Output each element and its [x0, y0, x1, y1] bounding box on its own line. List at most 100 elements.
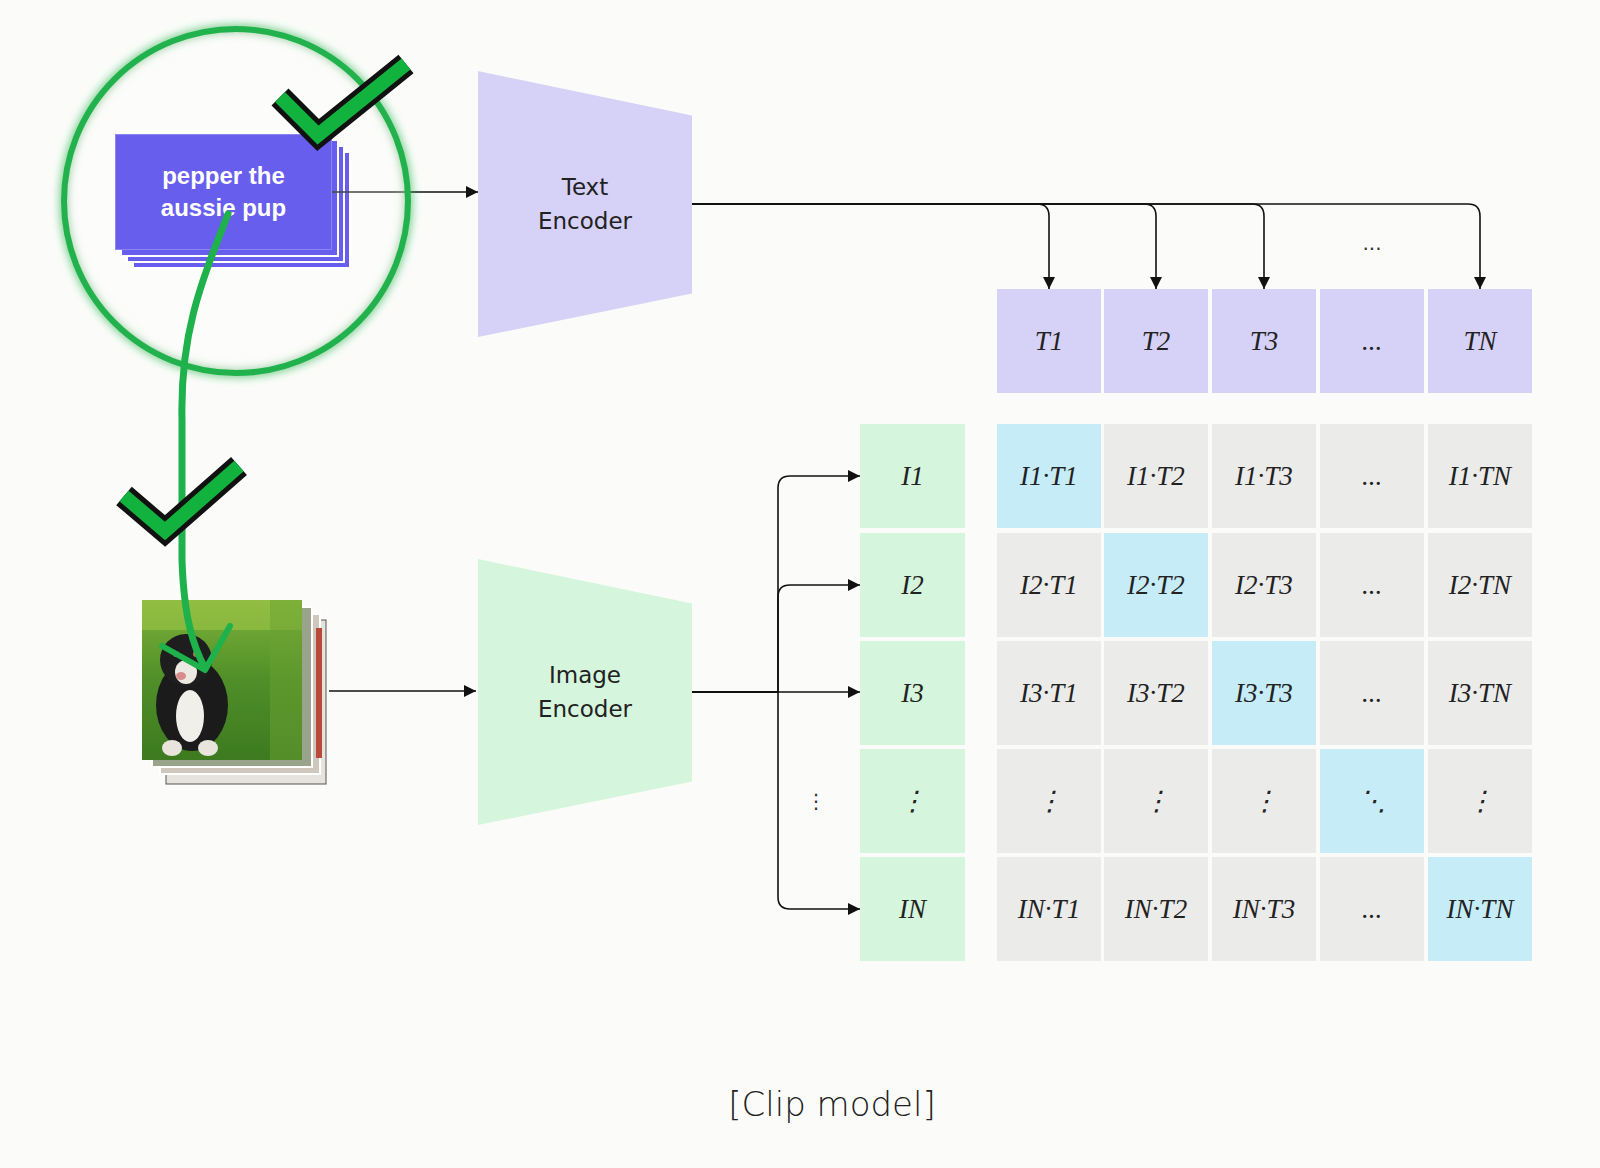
node-text: I2·T2 — [1127, 570, 1185, 601]
matching-pair-cell: I3·T3 — [1212, 641, 1316, 745]
matching-pair-cell: IN·TN — [1428, 857, 1532, 961]
node-text: I1·T3 — [1235, 461, 1293, 492]
node-text: T1 — [1035, 326, 1064, 357]
node-text: I1·T1 — [1020, 461, 1078, 492]
matching-pair-cell: I2·T2 — [1104, 533, 1208, 637]
node-text: ⋮ — [1036, 785, 1063, 817]
node-text: I3·T1 — [1020, 678, 1078, 709]
image-input-arrow — [329, 690, 476, 692]
trapezoid-shape — [478, 559, 692, 825]
similarity-cell: I2·T3 — [1212, 533, 1316, 637]
node-text: ... — [1362, 678, 1382, 709]
similarity-cell: ... — [1320, 424, 1424, 528]
caption-card: pepper the aussie pup — [115, 134, 332, 250]
node-text: I3·TN — [1449, 678, 1511, 709]
similarity-cell: ... — [1320, 533, 1424, 637]
check-mark — [124, 466, 239, 531]
node-text: I3·T2 — [1127, 678, 1185, 709]
node-text: ⋮ — [1143, 785, 1170, 817]
node-text: T2 — [1142, 326, 1171, 357]
node-text: I2·TN — [1449, 570, 1511, 601]
arrow-connector — [692, 204, 1480, 289]
trapezoid-shape — [478, 71, 692, 337]
similarity-cell: IN·T1 — [997, 857, 1101, 961]
similarity-cell: ⋮ — [1212, 749, 1316, 853]
similarity-cell: I1·T3 — [1212, 424, 1316, 528]
text-embedding-cell: T2 — [1104, 289, 1208, 393]
node-text: IN·TN — [1447, 894, 1514, 925]
image-embedding-cell: I1 — [860, 424, 965, 528]
node-text: IN — [899, 894, 926, 925]
arrow-connector — [692, 585, 860, 692]
image-encoder-block: Image Encoder — [478, 559, 692, 825]
arrow-connector — [692, 204, 1156, 289]
card-stack — [121, 140, 350, 268]
similarity-cell: I3·T1 — [997, 641, 1101, 745]
highlight-circle — [64, 29, 408, 373]
node-text: TN — [1463, 326, 1496, 357]
ellipsis-label: ... — [1362, 231, 1381, 255]
node-text: I2 — [901, 570, 924, 601]
node-text: I2·T1 — [1020, 570, 1078, 601]
node-text: I1·TN — [1449, 461, 1511, 492]
arrow-connector — [692, 691, 860, 693]
similarity-cell: I2·T1 — [997, 533, 1101, 637]
similarity-cell: ... — [1320, 857, 1424, 961]
node-text: Image Encoder — [520, 658, 650, 726]
image-embedding-cell: IN — [860, 857, 965, 961]
matching-pair-cell: ⋱ — [1320, 749, 1424, 853]
small-check — [162, 626, 230, 670]
node-text: ... — [1362, 894, 1382, 925]
trapezoid-fill — [478, 559, 692, 825]
node-text: I3 — [901, 678, 924, 709]
node-text: I3·T3 — [1235, 678, 1293, 709]
arrow-connector — [332, 191, 478, 193]
text-embedding-cell: TN — [1428, 289, 1532, 393]
image-embedding-cell: I2 — [860, 533, 965, 637]
similarity-cell: ... — [1320, 641, 1424, 745]
node-text: I1 — [901, 461, 924, 492]
node-text: I2·T3 — [1235, 570, 1293, 601]
arrow-connector — [692, 204, 1264, 289]
node-text: ... — [1362, 461, 1382, 492]
ellipsis-label: ⋮ — [806, 789, 826, 813]
node-text: IN·T3 — [1233, 894, 1295, 925]
image-embedding-cell: ⋮ — [860, 749, 965, 853]
similarity-cell: IN·T2 — [1104, 857, 1208, 961]
node-text: ... — [1362, 570, 1382, 601]
text-embedding-cell: T1 — [997, 289, 1101, 393]
matching-pair-cell: I1·T1 — [997, 424, 1101, 528]
node-text: ⋮ — [1467, 785, 1494, 817]
arrow-connector — [692, 204, 1049, 289]
similarity-cell: I2·TN — [1428, 533, 1532, 637]
arrow-connector — [692, 692, 860, 909]
figure-caption: [Clip model] — [728, 1084, 935, 1124]
node-text: IN·T1 — [1018, 894, 1080, 925]
similarity-cell: I3·TN — [1428, 641, 1532, 745]
text-encoder-block: Text Encoder — [478, 71, 692, 337]
image-embedding-cell: I3 — [860, 641, 965, 745]
node-text: ... — [1362, 326, 1382, 357]
node-text: IN·T2 — [1125, 894, 1187, 925]
similarity-cell: I3·T2 — [1104, 641, 1208, 745]
node-text: T3 — [1250, 326, 1279, 357]
node-text: Text Encoder — [520, 170, 650, 238]
similarity-cell: ⋮ — [1428, 749, 1532, 853]
node-text: ⋱ — [1359, 785, 1386, 817]
similarity-cell: I1·T2 — [1104, 424, 1208, 528]
text-embedding-cell: ... — [1320, 289, 1424, 393]
similarity-cell: ⋮ — [997, 749, 1101, 853]
text-embedding-cell: T3 — [1212, 289, 1316, 393]
node-text: pepper the aussie pup — [134, 160, 314, 224]
similarity-cell: I1·TN — [1428, 424, 1532, 528]
arrow-connector — [692, 476, 860, 692]
similarity-cell: ⋮ — [1104, 749, 1208, 853]
match-curve — [182, 214, 228, 668]
node-text: I1·T2 — [1127, 461, 1185, 492]
node-text: ⋮ — [899, 785, 926, 817]
check-mark — [280, 64, 406, 135]
